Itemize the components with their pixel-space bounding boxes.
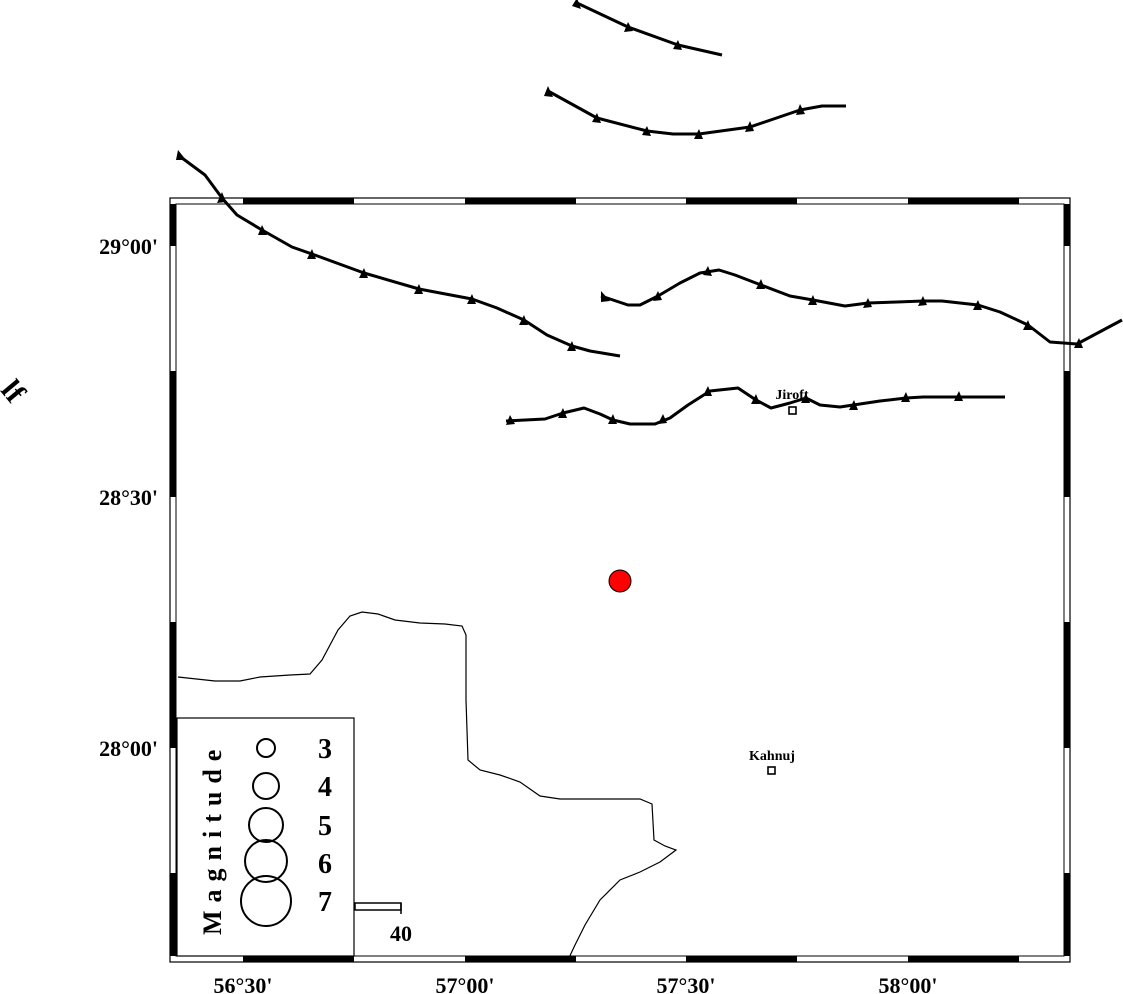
magnitude-legend: Magnitude 3 4 5 6 7 [176,717,355,957]
city-marker [767,766,776,775]
legend-circle-7 [240,875,292,927]
scale-bar-label: 40 [390,921,412,946]
lat-tick-label: 29°00' [99,234,158,259]
earthquake-epicenter [608,569,632,593]
fault-line-4 [600,268,1123,346]
legend-title: Magnitude [198,742,227,935]
lat-tick-label: 28°30' [99,485,158,510]
lon-tick-label: 58°00' [879,973,938,994]
city-label: Kahnuj [749,749,795,764]
lon-tick-label: 57°00' [436,973,495,994]
legend-magnitude-label: 7 [318,887,332,918]
fault-line-5 [505,386,1005,426]
legend-magnitude-label: 4 [318,772,332,803]
legend-circle-4 [252,772,280,800]
city-marker [788,406,797,415]
thrust-faults [177,1,1123,426]
city-jiroft: Jiroft [775,388,809,415]
partial-region-label: lf [0,374,32,410]
lon-tick-label: 56°30' [214,973,273,994]
fault-line-3 [177,153,621,358]
legend-magnitude-label: 3 [318,734,332,765]
legend-circle-5 [248,807,284,843]
legend-magnitude-label: 6 [318,849,332,880]
legend-circle-6 [244,839,288,883]
legend-magnitude-label: 5 [318,811,332,842]
city-label: Jiroft [775,388,809,403]
thrust-fault-teeth [176,0,1083,425]
legend-circle-3 [256,738,276,758]
lon-tick-label: 57°30' [657,973,716,994]
province-boundary [177,611,678,963]
lat-tick-label: 28°00' [99,736,158,761]
map-frame [169,197,1071,963]
fault-line-1 [576,1,723,57]
scale-bar: 40 [354,902,412,946]
city-kahnuj: Kahnuj [749,749,795,775]
